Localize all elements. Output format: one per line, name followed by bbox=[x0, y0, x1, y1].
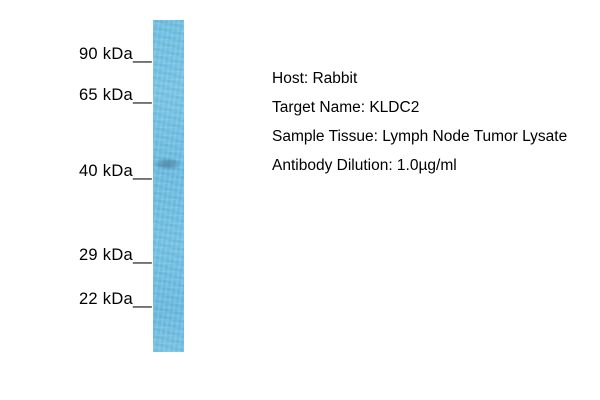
mw-marker-40kda: 40 kDa__ bbox=[78, 162, 152, 180]
annotation-target-name: Target Name: KLDC2 bbox=[272, 99, 420, 116]
mw-marker-65kda: 65 kDa__ bbox=[78, 86, 152, 104]
annotation-host: Host: Rabbit bbox=[272, 70, 358, 87]
blot-lane bbox=[152, 20, 185, 352]
mw-marker-90kda: 90 kDa__ bbox=[78, 45, 152, 63]
annotation-antibody-dilution: Antibody Dilution: 1.0µg/ml bbox=[272, 157, 457, 174]
annotation-sample-tissue: Sample Tissue: Lymph Node Tumor Lysate bbox=[272, 128, 568, 145]
protein-band bbox=[152, 157, 185, 171]
annotation-block: Host: Rabbit Target Name: KLDC2 Sample T… bbox=[272, 64, 567, 180]
mw-marker-22kda: 22 kDa__ bbox=[78, 290, 152, 308]
mw-marker-29kda: 29 kDa__ bbox=[78, 246, 152, 264]
